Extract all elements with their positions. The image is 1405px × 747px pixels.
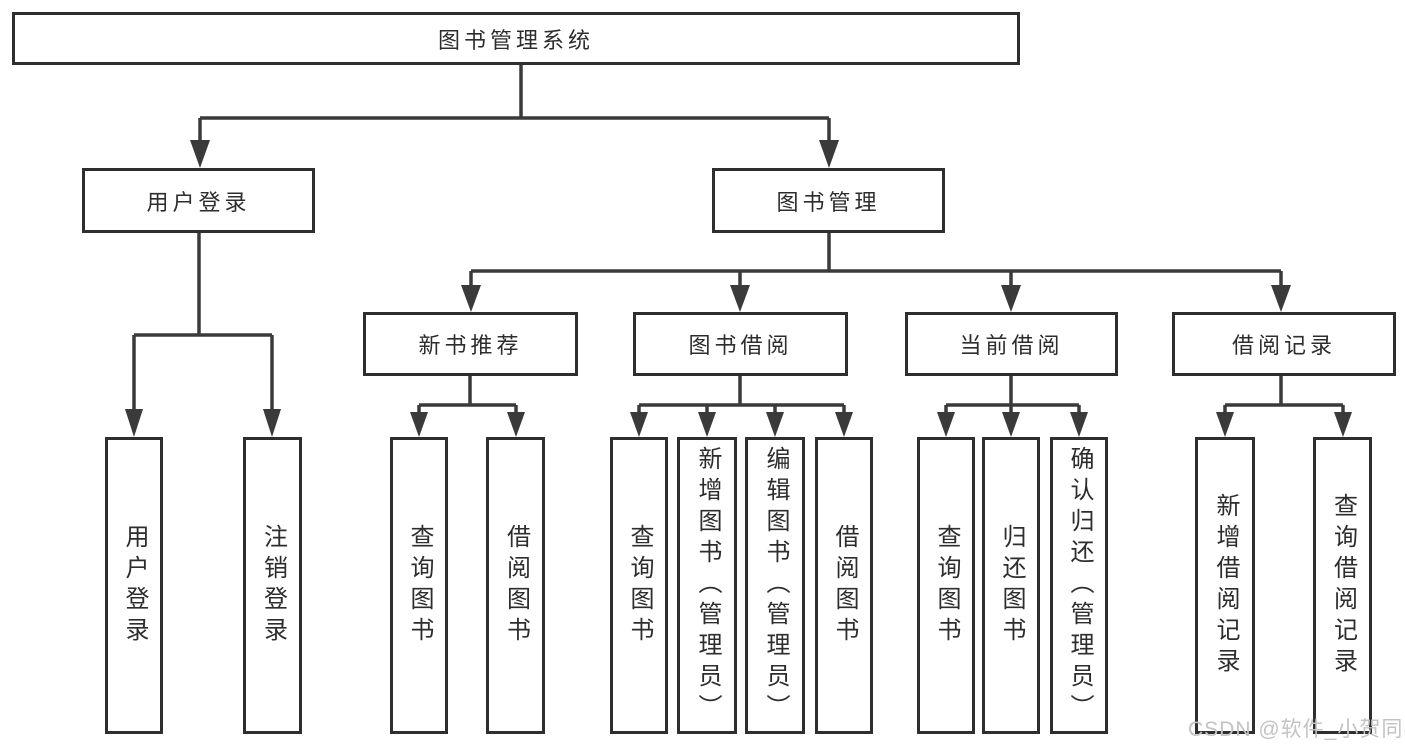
- connector-bookmgmt-to-level3: [469, 233, 1283, 288]
- leaf-label: 新增图书（管理员）: [694, 446, 721, 725]
- leaf-query-borrow-record: 查询借阅记录: [1313, 437, 1372, 734]
- node-book-management-branch: 图书管理: [712, 168, 945, 233]
- leaf-label: 注销登录: [259, 523, 287, 648]
- leaf-add-borrow-record: 新增借阅记录: [1195, 437, 1255, 734]
- node-current-borrowing: 当前借阅: [905, 312, 1118, 376]
- leaf-label: 查询图书: [626, 523, 653, 648]
- leaf-label: 编辑图书（管理员）: [762, 446, 789, 725]
- leaf-user-login: 用户登录: [105, 437, 163, 734]
- node-label: 图书借阅: [688, 333, 793, 358]
- leaf-label: 借阅图书: [831, 523, 858, 648]
- leaf-query-books-borrow: 查询图书: [610, 437, 668, 734]
- leaf-label: 查询借阅记录: [1329, 492, 1357, 679]
- node-label: 图书管理: [776, 189, 881, 215]
- node-label: 新书推荐: [418, 333, 523, 358]
- leaf-query-books-recommend: 查询图书: [390, 437, 448, 734]
- leaf-label: 确认归还（管理员）: [1066, 446, 1093, 725]
- node-label: 用户登录: [146, 189, 251, 215]
- node-book-borrowing: 图书借阅: [633, 312, 848, 376]
- arrowhead-icons: [125, 140, 1352, 437]
- connector-userlogin-to-leaves: [132, 233, 274, 412]
- leaf-borrow-books-recommend: 借阅图书: [486, 437, 545, 734]
- connector-currentborrow-to-leaves: [944, 376, 1081, 414]
- leaf-label: 用户登录: [121, 523, 148, 648]
- node-library-management-system: 图书管理系统: [12, 12, 1020, 65]
- node-new-book-recommendation: 新书推荐: [363, 312, 578, 376]
- leaf-return-books: 归还图书: [982, 437, 1040, 734]
- leaf-label: 新增借阅记录: [1212, 492, 1239, 679]
- connector-root-to-level2: [198, 65, 831, 144]
- leaf-borrow-books: 借阅图书: [815, 437, 873, 734]
- leaf-confirm-return-admin: 确认归还（管理员）: [1050, 437, 1108, 734]
- leaf-label: 查询图书: [933, 523, 960, 648]
- node-label: 当前借阅: [959, 333, 1064, 358]
- connector-records-to-leaves: [1223, 376, 1345, 414]
- leaf-edit-books-admin: 编辑图书（管理员）: [745, 437, 805, 734]
- connector-bookborrow-to-leaves: [637, 376, 846, 414]
- leaf-label: 借阅图书: [502, 523, 530, 648]
- leaf-label: 查询图书: [406, 523, 433, 648]
- node-borrowing-records: 借阅记录: [1172, 312, 1396, 376]
- connector-newbook-to-leaves: [417, 376, 518, 414]
- node-label: 图书管理系统: [437, 27, 594, 53]
- leaf-label: 归还图书: [998, 523, 1025, 648]
- csdn-watermark: CSDN @软件_小贺同学: [1188, 718, 1405, 741]
- leaf-logout: 注销登录: [243, 437, 302, 734]
- node-user-login-branch: 用户登录: [82, 168, 315, 233]
- leaf-query-books-current: 查询图书: [917, 437, 975, 734]
- leaf-add-books-admin: 新增图书（管理员）: [677, 437, 737, 734]
- node-label: 借阅记录: [1231, 333, 1336, 358]
